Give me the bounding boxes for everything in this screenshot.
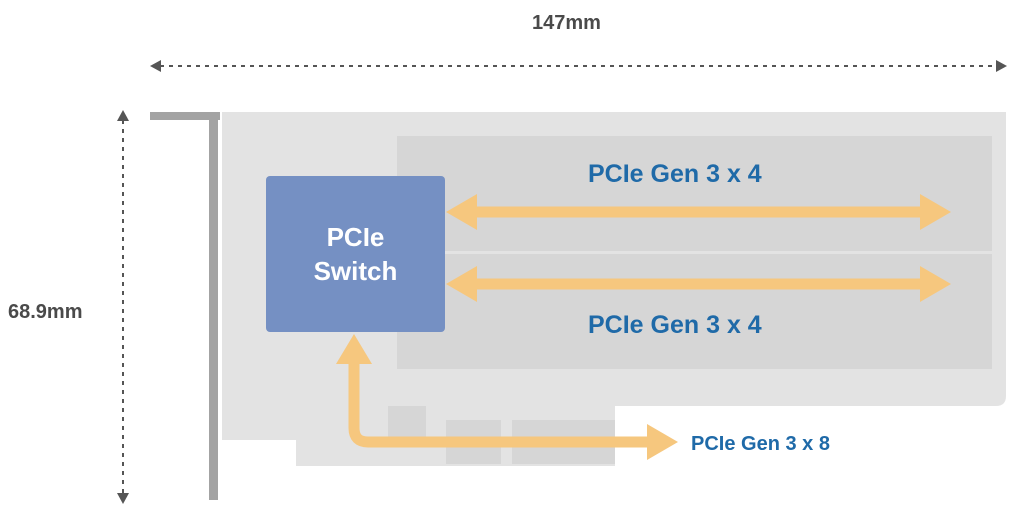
bottom-link-arrow	[446, 266, 951, 302]
m2-slot-bottom	[397, 254, 992, 369]
height-arrowhead-bottom	[117, 493, 129, 504]
height-dimension-label: 68.9mm	[8, 301, 83, 323]
width-dimension-label: 147mm	[532, 12, 601, 34]
m2-slot-top	[397, 136, 992, 251]
host-link-arrow	[336, 334, 678, 460]
width-arrowhead-right	[996, 60, 1007, 72]
host-link-label: PCIe Gen 3 x 8	[691, 433, 830, 455]
top-link-label: PCIe Gen 3 x 4	[588, 160, 762, 188]
bottom-link-label: PCIe Gen 3 x 4	[588, 311, 762, 339]
width-arrowhead-left	[150, 60, 161, 72]
edge-finger-1	[388, 406, 426, 440]
bracket-vertical	[209, 112, 218, 500]
height-arrowhead-top	[117, 110, 129, 121]
bracket-top	[150, 112, 220, 120]
pcie-switch-block: PCIe Switch	[266, 176, 445, 332]
switch-label-line2: Switch	[313, 256, 398, 286]
switch-label-line1: PCIe	[326, 222, 385, 252]
top-link-arrow	[446, 194, 951, 230]
